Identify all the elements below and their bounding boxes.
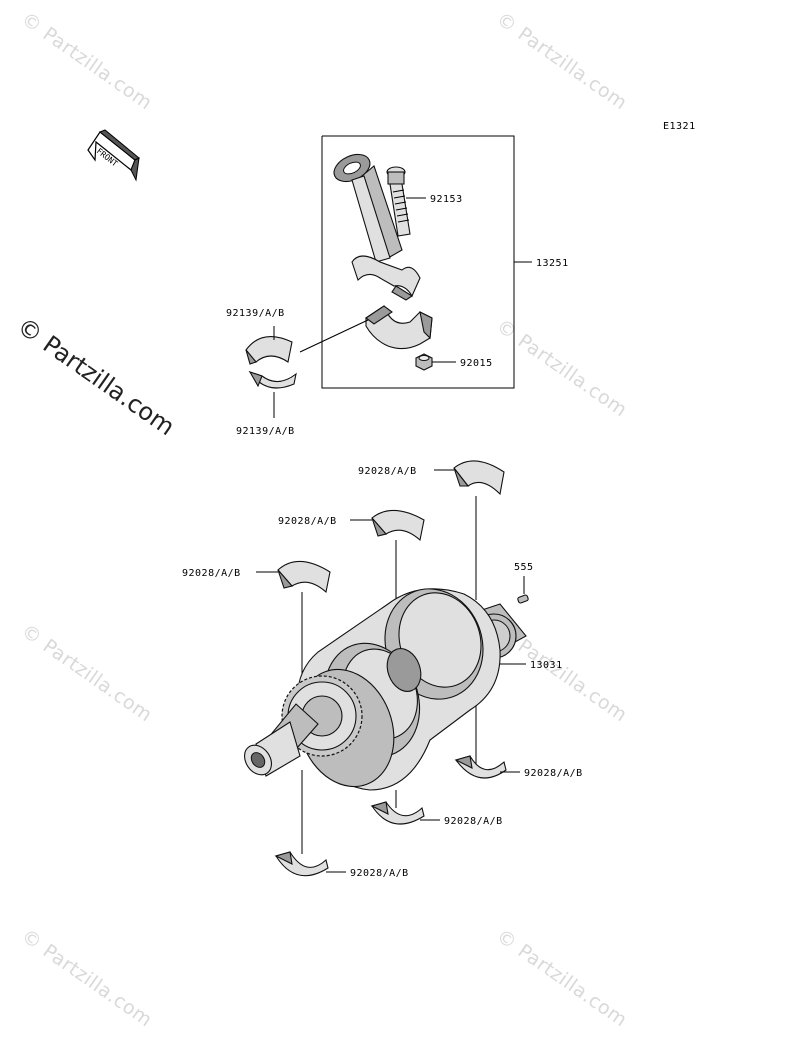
rod-bearing-upper <box>245 336 293 365</box>
front-arrow-icon: FRONT <box>87 129 140 182</box>
label-92028-4: 92028/A/B <box>524 768 583 779</box>
label-13031: 13031 <box>530 660 563 671</box>
con-rod-assembly-box <box>321 135 532 389</box>
main-bearing-2 <box>371 509 425 542</box>
rod-cap <box>365 305 433 350</box>
main-bearing-1 <box>453 460 505 496</box>
connecting-rod <box>333 153 421 301</box>
label-13251: 13251 <box>536 258 569 269</box>
label-92139-upper: 92139/A/B <box>226 308 285 319</box>
label-92028-1: 92028/A/B <box>358 466 417 477</box>
rod-bearing-lower <box>248 370 297 389</box>
key <box>517 594 529 604</box>
bolt <box>386 166 411 237</box>
label-92028-3: 92028/A/B <box>182 568 241 579</box>
label-92015: 92015 <box>460 358 493 369</box>
main-bearing-4 <box>454 755 507 779</box>
crankshaft <box>244 588 527 791</box>
main-bearing-5 <box>370 801 425 825</box>
label-92153: 92153 <box>430 194 463 205</box>
nut <box>415 353 433 371</box>
main-bearing-3 <box>277 560 331 594</box>
label-92028-5: 92028/A/B <box>444 816 503 827</box>
label-555: 555 <box>514 562 534 573</box>
label-92139-lower: 92139/A/B <box>236 426 295 437</box>
label-92028-6: 92028/A/B <box>350 868 409 879</box>
diagram-code: E1321 <box>663 121 696 132</box>
main-bearing-6 <box>274 851 329 877</box>
label-92028-2: 92028/A/B <box>278 516 337 527</box>
